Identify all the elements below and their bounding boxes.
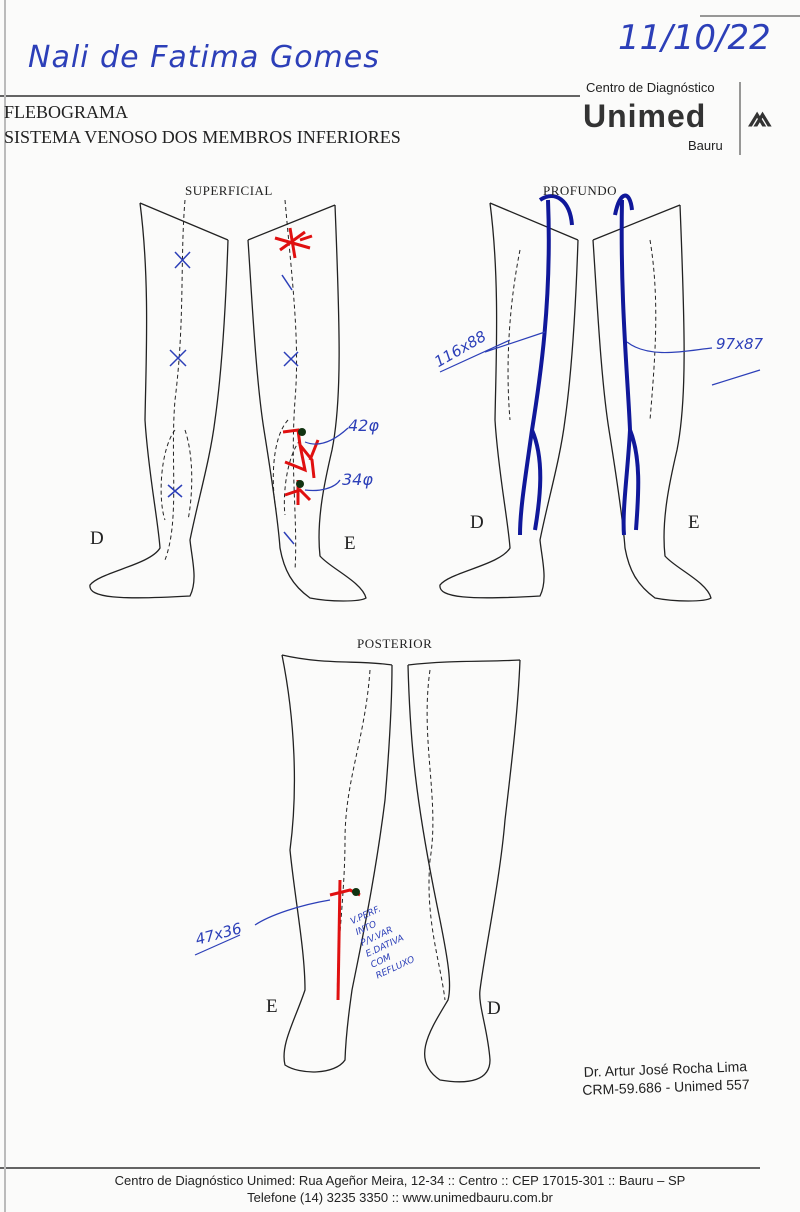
superficial-right-label: D bbox=[90, 528, 104, 549]
posterior-left-label: E bbox=[266, 996, 278, 1017]
footer: Centro de Diagnóstico Unimed: Rua Ageñor… bbox=[0, 1172, 800, 1206]
posterior-legs bbox=[194, 654, 521, 1083]
red-varicose-veins bbox=[274, 227, 320, 505]
unimed-logo-icon: ⩕ bbox=[748, 100, 772, 133]
deep-legs bbox=[439, 193, 761, 602]
superficial-left-label: E bbox=[344, 533, 356, 554]
footer-contact: Telefone (14) 3235 3350 :: www.unimedbau… bbox=[247, 1190, 553, 1205]
blue-x-marks bbox=[167, 251, 299, 545]
profundo-left-label: E bbox=[688, 512, 700, 533]
note-34: 34φ bbox=[342, 470, 373, 489]
document-subtitle: SISTEMA VENOSO DOS MEMBROS INFERIORES bbox=[4, 127, 401, 147]
profundo-label: PROFUNDO bbox=[543, 183, 618, 198]
superficial-legs bbox=[89, 199, 367, 602]
superficial-label: SUPERFICIAL bbox=[185, 183, 273, 198]
logo-city: Bauru bbox=[688, 138, 723, 153]
note-97x87: 97x87 bbox=[716, 335, 764, 353]
posterior-right-label: D bbox=[487, 998, 501, 1019]
exam-date: 11/10/22 bbox=[618, 18, 771, 58]
document-title: FLEBOGRAMA bbox=[4, 102, 129, 122]
note-42: 42φ bbox=[348, 416, 379, 435]
profundo-right-label: D bbox=[470, 512, 484, 533]
doctor-stamp: Dr. Artur José Rocha Lima CRM-59.686 - U… bbox=[581, 1057, 750, 1099]
deep-veins-drawn bbox=[518, 193, 641, 536]
posterior-label: POSTERIOR bbox=[357, 636, 433, 651]
logo-brand: Unimed bbox=[583, 98, 707, 134]
logo-top-text: Centro de Diagnóstico bbox=[586, 80, 715, 95]
annotation-arrows bbox=[304, 427, 349, 492]
footer-address: Centro de Diagnóstico Unimed: Rua Ageñor… bbox=[114, 1173, 686, 1188]
patient-name: Nali de Fatima Gomes bbox=[28, 40, 380, 75]
red-perforator-vein bbox=[336, 879, 342, 1001]
